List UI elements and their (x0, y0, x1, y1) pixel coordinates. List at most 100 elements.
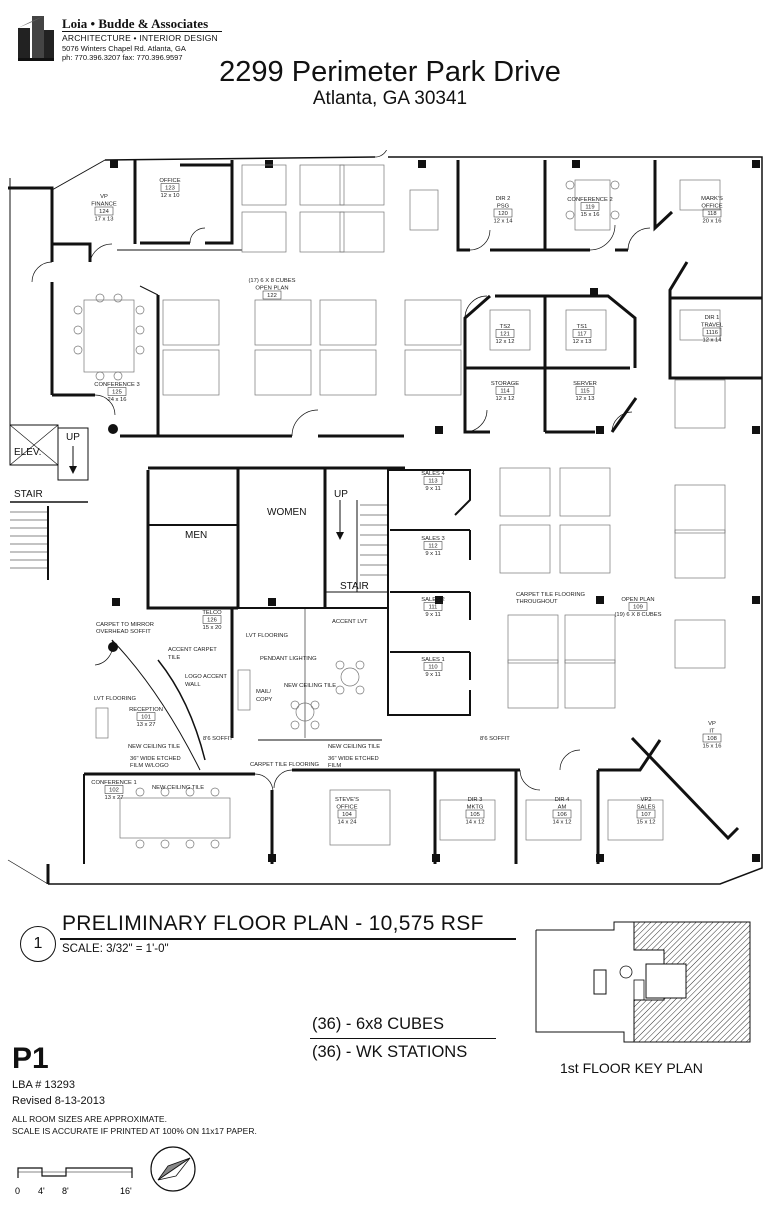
room-number: 122 (267, 293, 277, 299)
station-count: (36) - WK STATIONS (312, 1043, 468, 1061)
desk (489, 309, 531, 351)
room-number-box (136, 712, 156, 721)
cube-workstation (299, 164, 345, 206)
room-number: 110 (428, 665, 437, 671)
room-size: 12 x 14 (493, 219, 513, 225)
label-tile: TILE (168, 655, 180, 661)
cube-workstation (319, 349, 377, 396)
chair (73, 305, 83, 315)
conference-table (83, 299, 135, 373)
room-size: 12 x 13 (572, 339, 591, 345)
cube-workstation (499, 524, 551, 574)
chair (210, 787, 220, 797)
sofa (95, 707, 109, 739)
room-name: CONFERENCE 2 (567, 197, 612, 203)
room-size: 14 x 12 (552, 820, 571, 826)
room-name-2: PSG (497, 204, 510, 210)
desk (439, 799, 496, 841)
cube-workstation (319, 299, 377, 346)
plan-scale: SCALE: 3/32" = 1'-0" (62, 943, 169, 955)
room-number: 102 (109, 788, 119, 794)
chair (160, 839, 170, 849)
room-number: 114 (500, 389, 510, 395)
label-carpet-tile: CARPET TILE FLOORING (516, 592, 586, 598)
scale-tick-8: 8' (62, 1186, 69, 1196)
room-name: OFFICE (159, 178, 180, 184)
chair (135, 787, 145, 797)
label-lvt-flooring-2: LVT FLOORING (246, 633, 288, 639)
room-size: 9 x 11 (425, 551, 440, 557)
room-name-2: OFFICE (336, 805, 357, 811)
chair (160, 787, 170, 797)
label-lvt-flooring-1: LVT FLOORING (94, 696, 136, 702)
room-number: 109 (633, 605, 643, 611)
chair (565, 210, 575, 220)
room-size: 14 x 24 (337, 820, 357, 826)
chair (310, 700, 320, 710)
room-number-box (493, 208, 513, 218)
room-number: 119 (585, 205, 594, 211)
room-number: 113 (428, 479, 437, 485)
room-name: MARK'S (701, 196, 723, 202)
room-name: SALES 1 (421, 657, 445, 663)
label-accent-lvt: ACCENT LVT (332, 619, 368, 625)
label-etched-2a: 36" WIDE ETCHED (328, 756, 379, 762)
label-up-2: UP (334, 489, 348, 500)
room-number-box (107, 387, 127, 396)
cube-workstation (674, 619, 726, 669)
round-table (340, 667, 360, 687)
cube-workstation (254, 349, 312, 396)
room-name: SERVER (573, 381, 597, 387)
sheet-number: P1 (12, 1042, 49, 1075)
desk (409, 189, 439, 231)
room-name: VP (708, 721, 716, 727)
lba-number: LBA # 13293 (12, 1079, 76, 1091)
cube-workstation (404, 349, 462, 396)
chair (355, 660, 365, 670)
note-approximate: ALL ROOM SIZES ARE APPROXIMATE. (12, 1114, 167, 1124)
firm-logo (18, 16, 54, 61)
label-carpet-tile-2: CARPET TILE FLOORING (250, 762, 320, 768)
conference-table (119, 797, 231, 839)
room-size: 15 x 16 (580, 212, 599, 218)
room-number: 115 (580, 389, 589, 395)
room-size: 17 x 13 (94, 217, 113, 223)
room-name: DIR 3 (468, 797, 483, 803)
cube-workstation (559, 524, 611, 574)
label-new-ceiling-3: NEW CEILING TILE (328, 744, 380, 750)
room-size: 13 x 27 (104, 795, 123, 801)
label-soffit-2: 8'6 SOFFIT (480, 736, 510, 742)
room-size: 12 x 14 (702, 338, 722, 344)
chair (135, 305, 145, 315)
label-copy: COPY (256, 697, 273, 703)
cube-workstation (162, 299, 220, 346)
note-scale: SCALE IS ACCURATE IF PRINTED AT 100% ON … (12, 1126, 257, 1136)
room-number-box (702, 327, 722, 337)
room-number-box (702, 733, 722, 743)
chair (335, 660, 345, 670)
room-name: TS2 (500, 324, 511, 330)
room-name-2: OFFICE (701, 204, 722, 210)
cube-workstation (559, 467, 611, 517)
room-number: 107 (641, 812, 651, 818)
label-overhead-soffit: OVERHEAD SOFFIT (96, 629, 151, 635)
room-number: 104 (342, 812, 352, 818)
chair (185, 839, 195, 849)
round-table (295, 702, 315, 722)
scale-tick-0: 0 (15, 1186, 20, 1196)
room-number-box (202, 615, 222, 624)
firm-rule (62, 31, 222, 32)
desk (679, 309, 721, 341)
desk (525, 799, 582, 841)
chair (73, 325, 83, 335)
